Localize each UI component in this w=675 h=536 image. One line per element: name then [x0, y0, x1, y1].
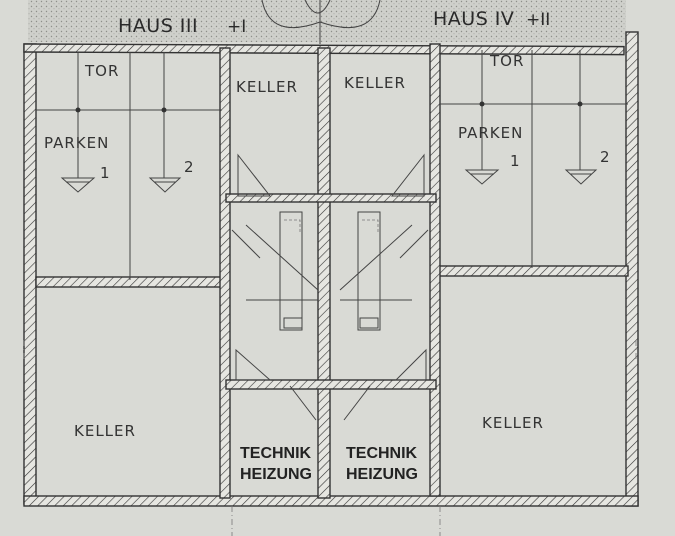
left-large-cellar-label: KELLER: [74, 422, 136, 440]
right-gate-label: TOR: [489, 52, 524, 70]
stair-symbols: [231, 153, 429, 421]
duct-right: [339, 211, 413, 331]
right-space-2-label: 2: [600, 148, 611, 166]
right-parking-label: PARKEN: [458, 124, 523, 142]
right-large-cellar-label: KELLER: [482, 414, 544, 432]
terrain-strip: [28, 0, 626, 42]
right-space-1-label: 1: [510, 152, 521, 170]
axis-lines: [23, 340, 637, 536]
left-space-2-label: 2: [184, 158, 195, 176]
house-iv-label: HAUS IV: [433, 8, 514, 30]
left-gate-label: TOR: [84, 62, 119, 80]
tech-room-left-line2: HEIZUNG: [240, 466, 312, 483]
left-small-cellar-label: KELLER: [236, 78, 298, 96]
parking-lines-left: [36, 52, 222, 280]
ground-symbols: [60, 169, 598, 193]
outer-walls: [23, 31, 639, 507]
interior-walls: [35, 43, 629, 499]
parking-lines-right: [440, 50, 628, 268]
duct-left: [245, 211, 319, 331]
terrain-strip-left-edge: [0, 0, 28, 42]
house-iii-suffix: +I: [227, 17, 246, 37]
tech-room-right-line2: HEIZUNG: [346, 466, 418, 483]
house-iv-suffix: +II: [526, 10, 550, 30]
tech-room-right-line1: TECHNIK: [346, 445, 418, 462]
left-parking-label: PARKEN: [44, 134, 109, 152]
right-small-cellar-label: KELLER: [344, 74, 406, 92]
left-space-1-label: 1: [100, 164, 111, 182]
top-arcs: [261, 0, 381, 44]
tech-room-left-line1: TECHNIK: [240, 445, 312, 462]
house-iii-label: HAUS III: [118, 15, 198, 37]
